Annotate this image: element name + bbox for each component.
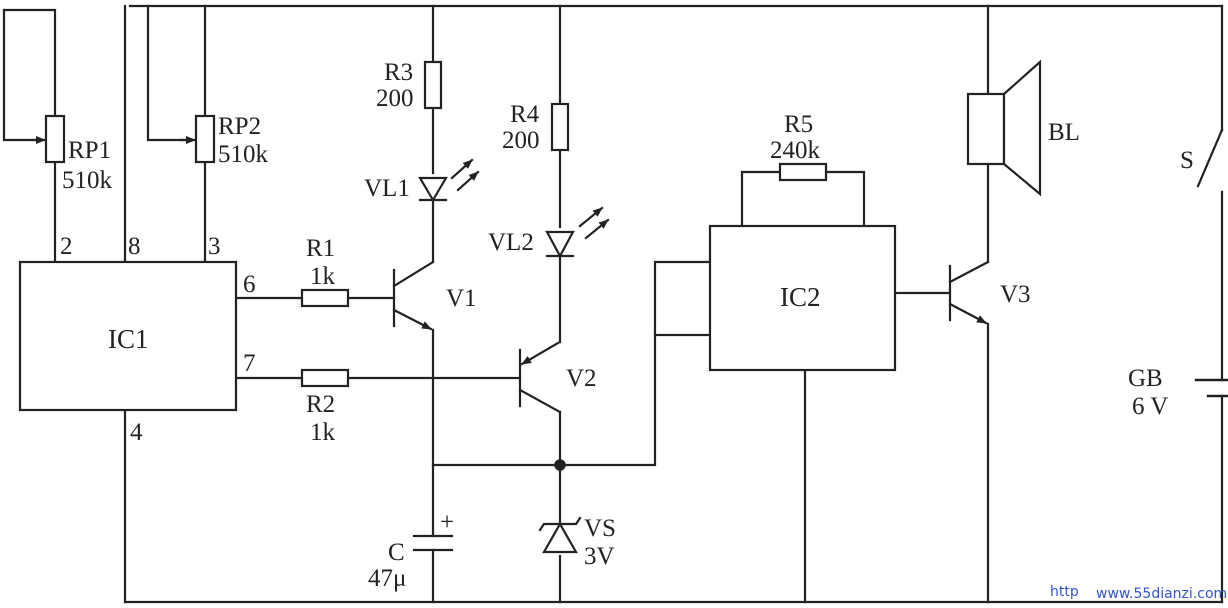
vl1-name: VL1 bbox=[364, 175, 410, 202]
gb-battery: GB 6 V bbox=[1128, 365, 1228, 420]
ic1-pin4: 4 bbox=[130, 419, 143, 446]
r2-resistor: R2 1k bbox=[300, 368, 350, 446]
watermark-text: www.55dianzi.com bbox=[1096, 586, 1227, 602]
r4-resistor: R4 200 bbox=[502, 101, 570, 154]
ic1-label: IC1 bbox=[108, 324, 149, 354]
r5-value: 240k bbox=[770, 137, 821, 164]
r3-value: 200 bbox=[376, 85, 414, 112]
rp2-potentiometer: RP2 510k bbox=[178, 113, 269, 168]
ic1-pin6: 6 bbox=[243, 271, 256, 298]
s-switch: S bbox=[1180, 128, 1224, 188]
r1-resistor: R1 1k bbox=[300, 235, 350, 308]
v1-name: V1 bbox=[446, 285, 477, 312]
v3-transistor: V3 bbox=[948, 260, 1031, 325]
ic1-chip: IC1 2 8 3 6 7 4 bbox=[18, 233, 256, 446]
rp2-value: 510k bbox=[218, 141, 269, 168]
bl-speaker: BL bbox=[966, 59, 1080, 197]
watermark: http www.55dianzi.com bbox=[1050, 584, 1227, 602]
vl1-led: VL1 bbox=[364, 158, 480, 203]
ic1-pin7: 7 bbox=[243, 350, 256, 377]
v2-transistor: V2 bbox=[518, 341, 597, 414]
junction-dot bbox=[554, 459, 566, 471]
ic2-chip: IC2 bbox=[708, 224, 897, 372]
vs-zener-diode: VS 3V bbox=[538, 515, 616, 570]
r3-name: R3 bbox=[384, 59, 413, 86]
r4-value: 200 bbox=[502, 127, 540, 154]
ic1-pin8: 8 bbox=[128, 233, 141, 260]
bl-name: BL bbox=[1048, 119, 1080, 146]
v2-name: V2 bbox=[566, 365, 597, 392]
rp1-name: RP1 bbox=[68, 137, 111, 164]
c-capacitor: + C 47μ bbox=[368, 509, 454, 592]
ic1-pin2: 2 bbox=[60, 233, 73, 260]
rp1-value: 510k bbox=[62, 167, 113, 194]
gb-value: 6 V bbox=[1132, 393, 1168, 420]
r1-value: 1k bbox=[310, 263, 336, 290]
rp2-name: RP2 bbox=[218, 113, 261, 140]
r2-name: R2 bbox=[306, 391, 335, 418]
r1-name: R1 bbox=[306, 235, 335, 262]
watermark-prefix: http bbox=[1050, 584, 1079, 600]
ic1-pin3: 3 bbox=[208, 233, 221, 260]
vl2-led: VL2 bbox=[488, 206, 610, 259]
r5-name: R5 bbox=[784, 111, 813, 138]
v1-transistor: V1 bbox=[392, 260, 477, 331]
v3-name: V3 bbox=[1000, 281, 1031, 308]
c-name: C bbox=[388, 539, 405, 566]
rp1-potentiometer: RP1 510k bbox=[32, 114, 113, 194]
c-polarity: + bbox=[440, 509, 454, 536]
ic2-label: IC2 bbox=[780, 282, 821, 312]
wires bbox=[2, 4, 1224, 604]
r3-resistor: R3 200 bbox=[376, 59, 443, 112]
r5-resistor: R5 240k bbox=[770, 111, 828, 182]
vs-value: 3V bbox=[584, 543, 615, 570]
gb-name: GB bbox=[1128, 365, 1163, 392]
c-value: 47μ bbox=[368, 565, 406, 592]
s-name: S bbox=[1180, 147, 1194, 174]
r4-name: R4 bbox=[510, 101, 540, 128]
vl2-name: VL2 bbox=[488, 229, 534, 256]
vs-name: VS bbox=[584, 515, 616, 542]
r2-value: 1k bbox=[310, 419, 336, 446]
